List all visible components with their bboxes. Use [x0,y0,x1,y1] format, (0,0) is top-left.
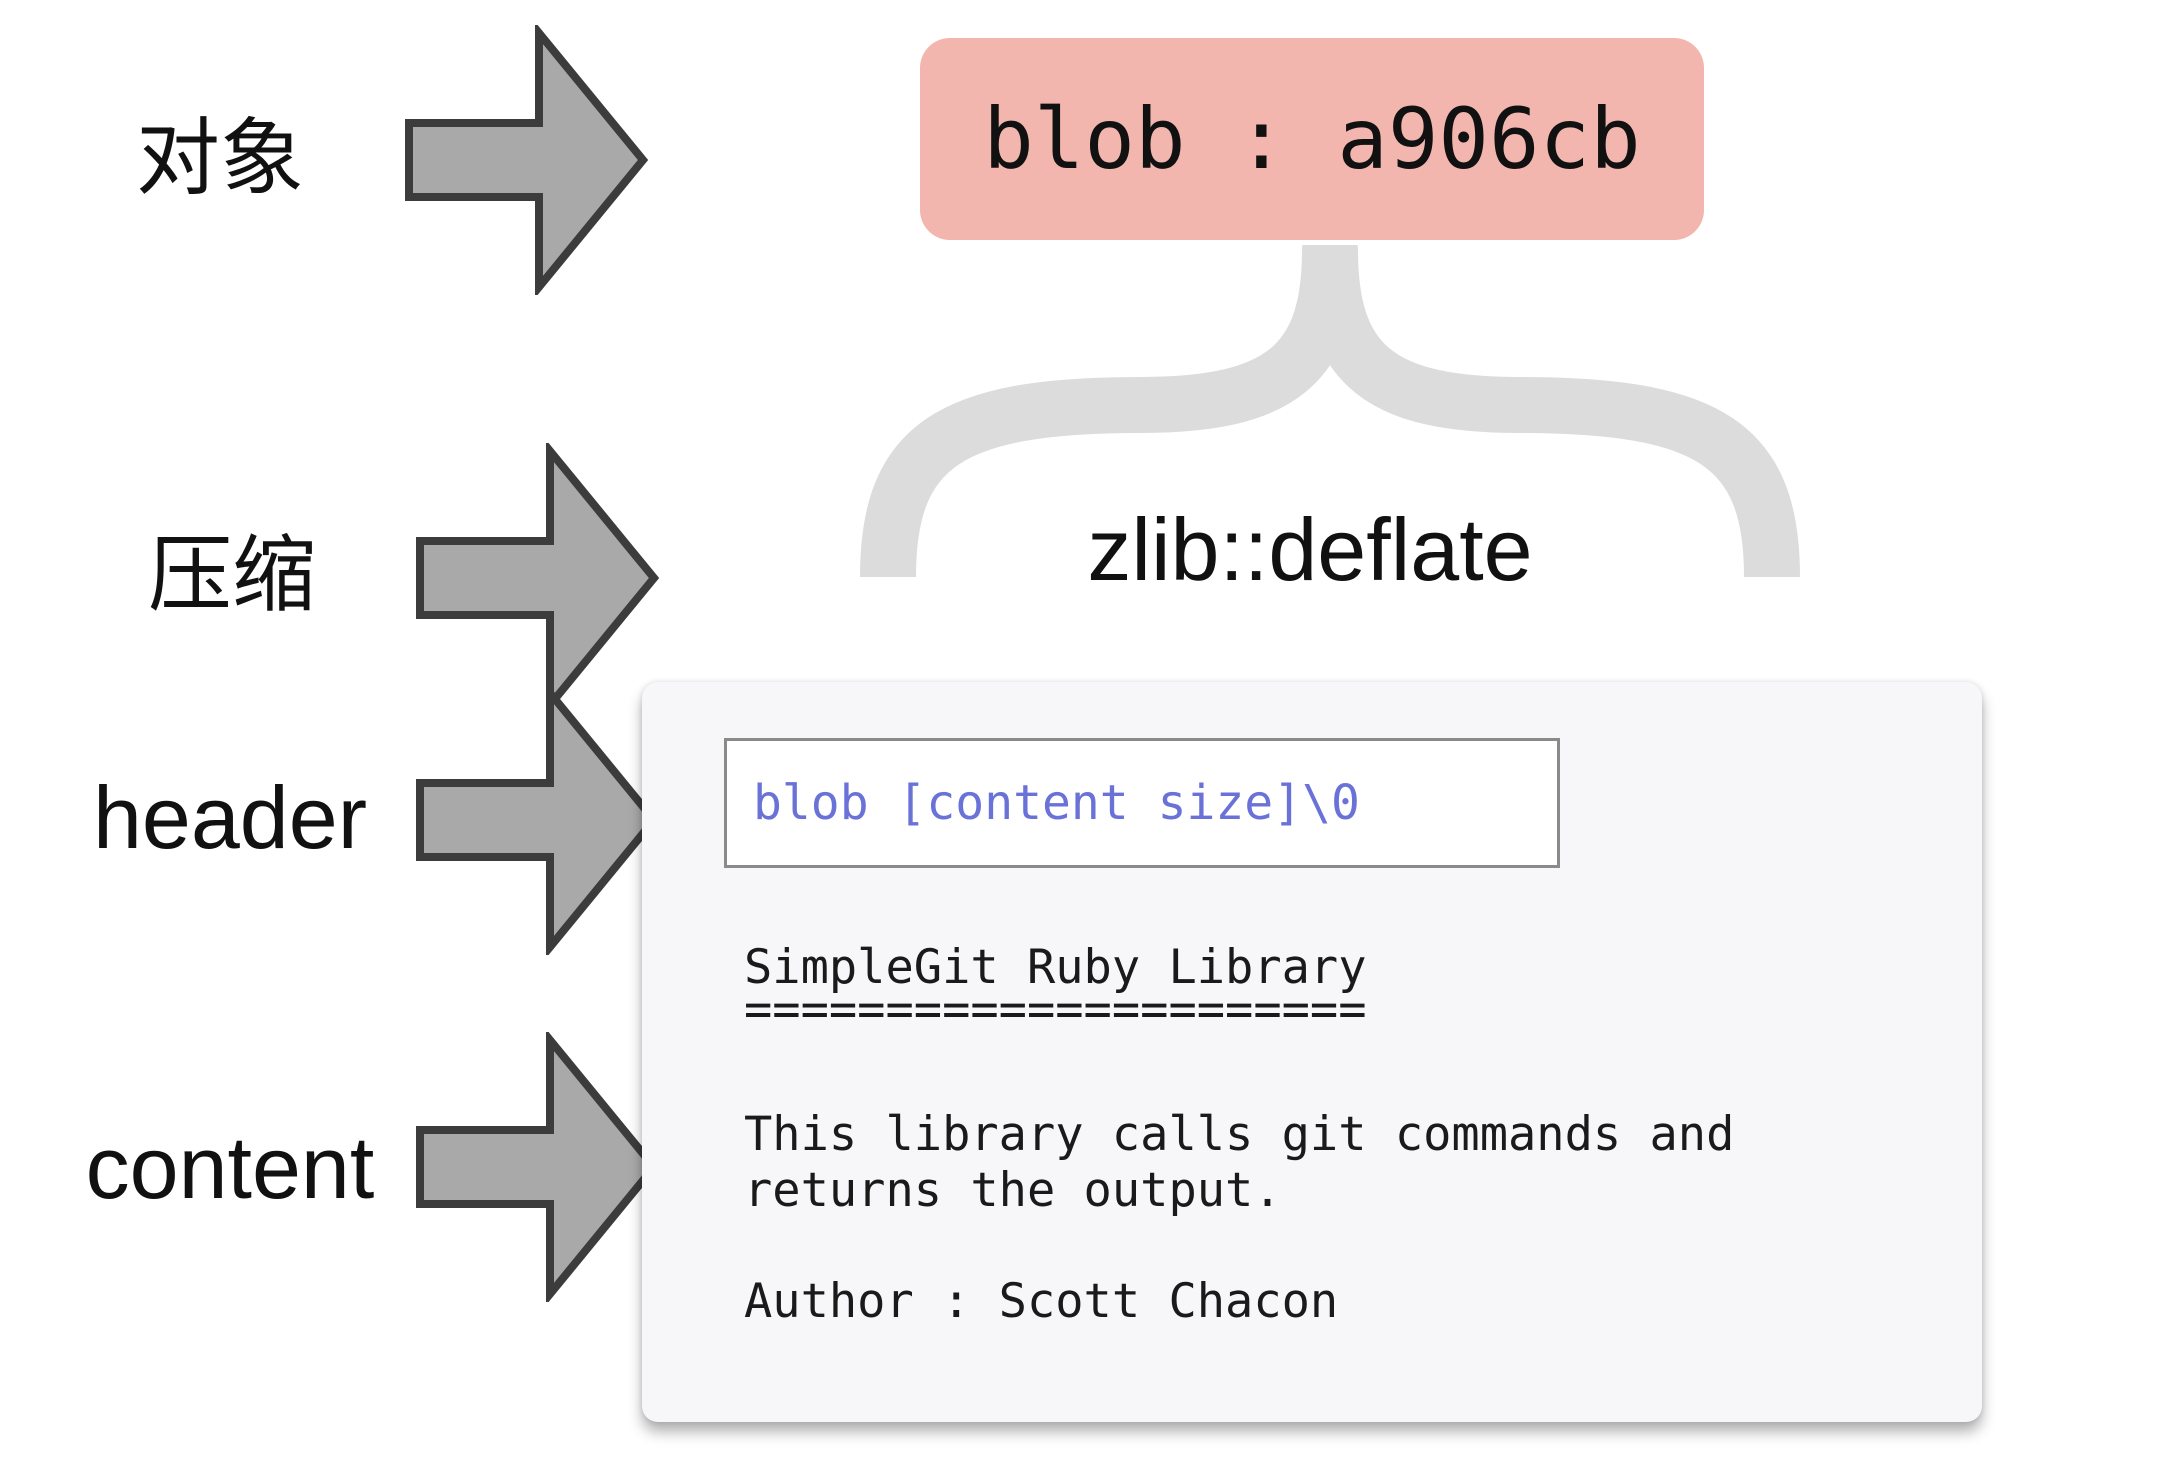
row-label-content: content [85,1118,375,1217]
header-line-text: blob [content size]\0 [753,775,1360,831]
compress-arrow-icon [416,443,660,713]
blob-object-box: blob : a906cb [920,38,1704,240]
compression-label: zlib::deflate [1087,500,1533,599]
content-arrow-icon [416,1032,660,1302]
row-label-compress: 压缩 [147,526,316,624]
object-arrow-icon [405,25,649,295]
blob-file-card: blob [content size]\0 SimpleGit Ruby Lib… [642,682,1982,1422]
row-label-header: header [92,768,367,867]
row-label-object: 对象 [135,109,304,207]
header-line-box: blob [content size]\0 [724,738,1560,868]
curly-brace-icon [860,245,1800,578]
content-underline: ====================== [744,982,1367,1037]
content-author: Author : Scott Chacon [744,1274,1339,1329]
content-description-line-2: returns the output. [744,1163,1282,1218]
header-arrow-icon [416,685,660,955]
content-title: SimpleGit Ruby Library [744,940,1367,995]
content-description-line-1: This library calls git commands and [744,1107,1735,1162]
